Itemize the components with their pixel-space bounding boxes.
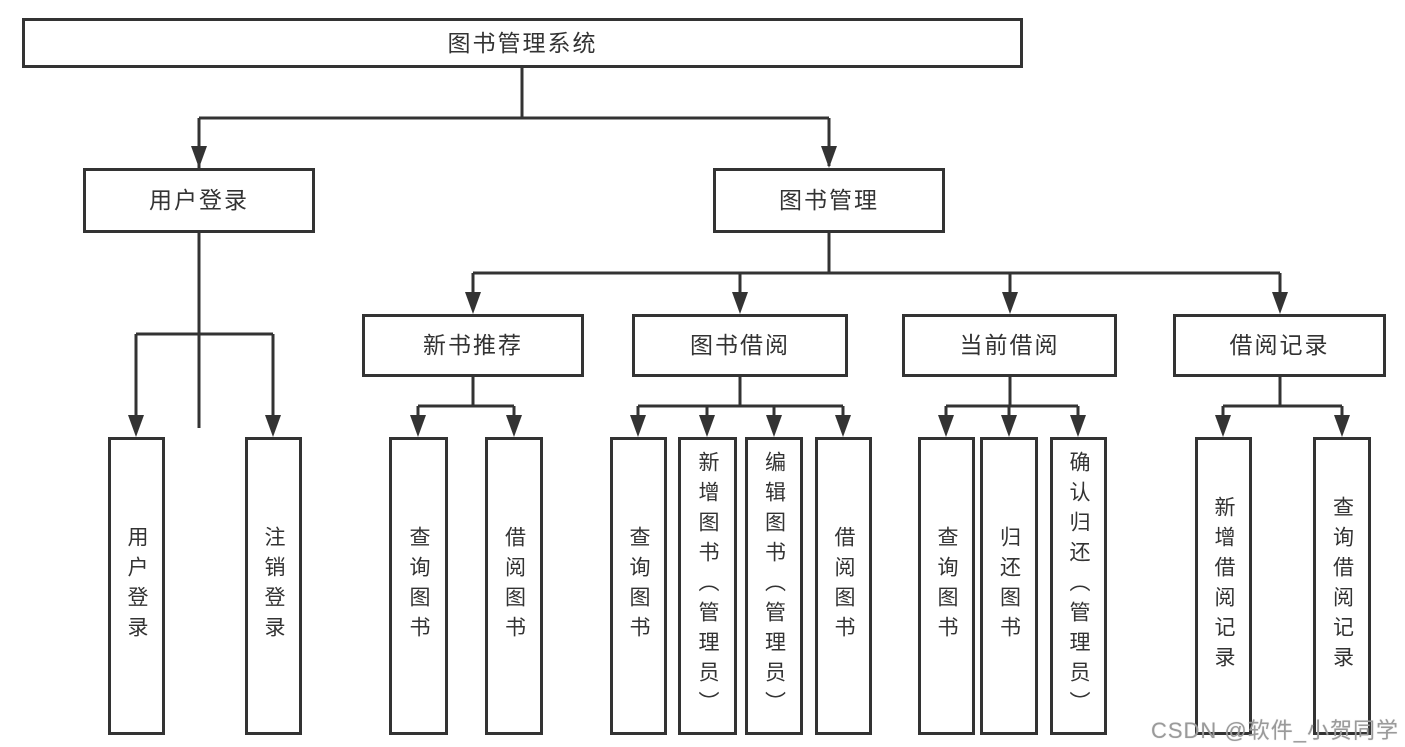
arrowhead [191,146,207,168]
arrowhead [410,415,426,437]
node-label: 编辑图书（管理员） [762,451,786,721]
node-label: 图书管理 [779,187,879,213]
leaf-add-books-admin: 新增图书（管理员） [678,437,737,735]
leaf-confirm-return-admin: 确认归还（管理员） [1050,437,1107,735]
node-label: 确认归还（管理员） [1067,451,1090,721]
node-label: 用户登录 [125,526,148,646]
node-label: 借阅图书 [832,526,855,646]
arrowhead [1215,415,1231,437]
node-label: 归还图书 [997,526,1021,646]
arrowhead [265,415,281,437]
node-label: 图书借阅 [690,332,790,358]
watermark: CSDN @软件_小贺同学 [1150,718,1399,743]
connector-root-to-level2 [197,68,831,428]
arrowhead [835,415,851,437]
node-label: 查询图书 [627,526,650,646]
connector-bookmgmt-to-level3 [471,233,1282,308]
arrowhead [1272,292,1288,314]
arrowhead [465,292,481,314]
leaf-query-books-borrow: 查询图书 [610,437,667,735]
arrowhead [938,415,954,437]
connector-records-to-leaves [1221,377,1344,430]
leaf-borrow-books: 借阅图书 [815,437,872,735]
arrowhead [630,415,646,437]
arrowhead [1070,415,1086,437]
arrowhead [1002,292,1018,314]
connector-newbook-to-leaves [416,377,516,430]
arrowhead [766,415,782,437]
leaf-query-books-current: 查询图书 [918,437,975,735]
node-label: 借阅图书 [502,526,526,646]
node-book-management: 图书管理 [713,168,945,233]
arrowhead [699,415,715,437]
arrowhead [732,292,748,314]
node-current-borrowing: 当前借阅 [902,314,1117,377]
node-label: 借阅记录 [1229,332,1330,358]
node-borrowing-records: 借阅记录 [1173,314,1386,377]
node-label: 图书管理系统 [447,29,598,56]
node-book-borrowing: 图书借阅 [632,314,848,377]
leaf-query-books-recommend: 查询图书 [389,437,448,735]
arrowhead [1334,415,1350,437]
node-label: 当前借阅 [959,332,1060,358]
node-label: 查询图书 [407,526,430,646]
node-label: 查询图书 [935,526,958,646]
arrowheads [128,146,1350,437]
leaf-return-books: 归还图书 [980,437,1038,735]
node-label: 查询借阅记录 [1330,496,1354,676]
node-label: 新增图书（管理员） [696,451,719,721]
node-label: 注销登录 [262,526,285,646]
arrowhead [821,146,837,168]
connector-bookborrow-to-leaves [636,377,845,430]
node-label: 新书推荐 [423,332,523,358]
arrowhead [506,415,522,437]
leaf-query-borrow-record: 查询借阅记录 [1313,437,1371,735]
leaf-edit-books-admin: 编辑图书（管理员） [745,437,803,735]
leaf-logout: 注销登录 [245,437,302,735]
connector-segments [134,68,1344,430]
node-user-login: 用户登录 [83,168,315,233]
leaf-borrow-books-recommend: 借阅图书 [485,437,543,735]
leaf-add-borrow-record: 新增借阅记录 [1195,437,1252,735]
node-label: 新增借阅记录 [1212,496,1235,676]
leaf-user-login: 用户登录 [108,437,165,735]
arrowhead [1001,415,1017,437]
node-library-management-system: 图书管理系统 [22,18,1023,68]
connector-userlogin-to-leaves [134,233,275,430]
node-new-book-recommendation: 新书推荐 [362,314,584,377]
node-label: 用户登录 [149,187,249,213]
arrowhead [128,415,144,437]
